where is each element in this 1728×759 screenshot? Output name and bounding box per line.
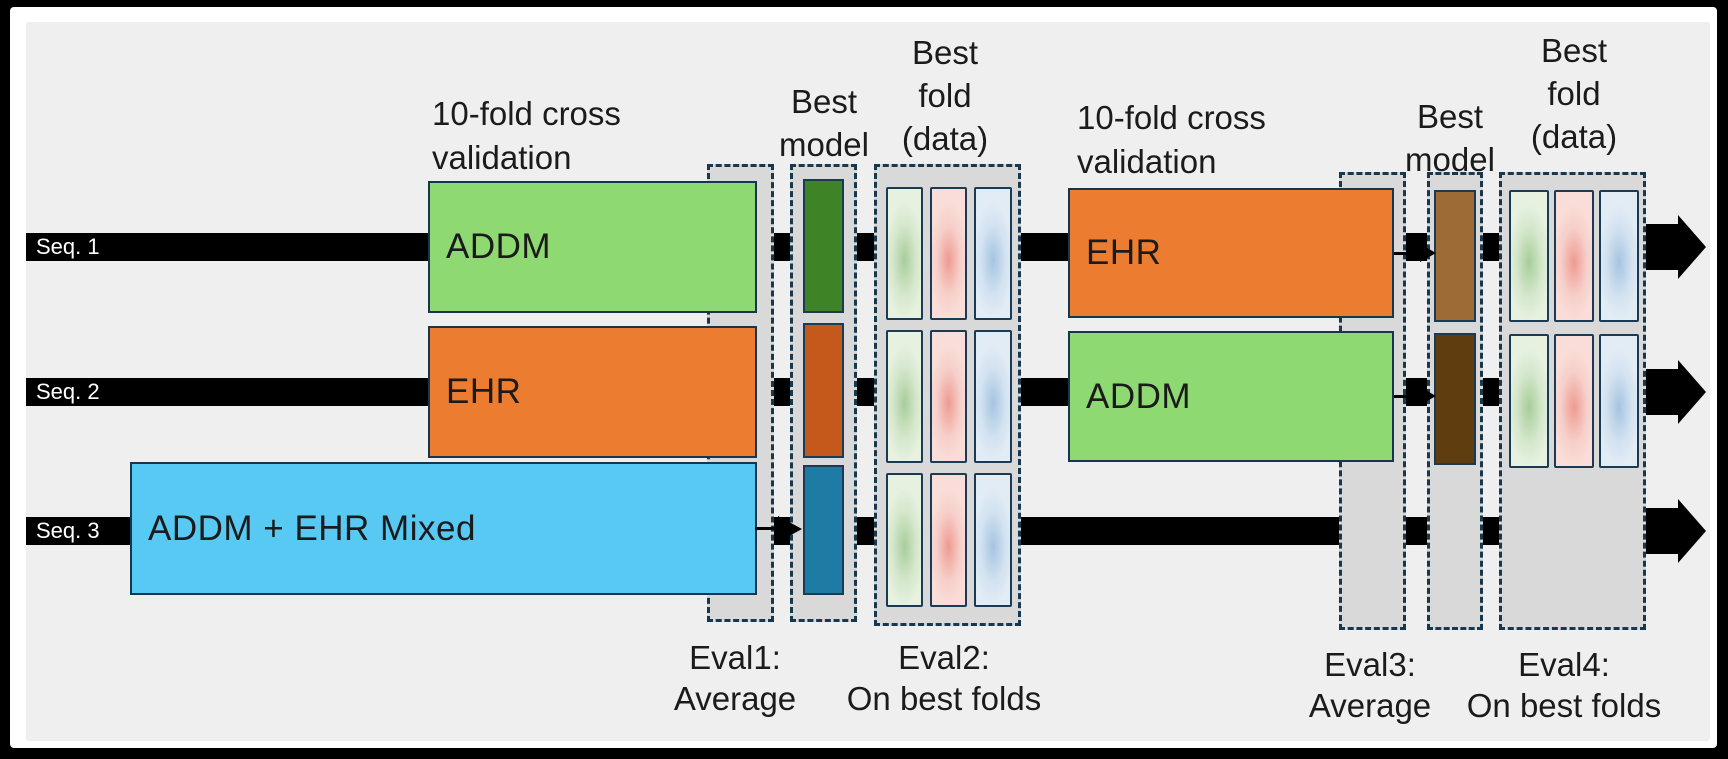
arrow-shaft-seq2 xyxy=(1646,369,1679,415)
cv-box-addm-stage2-seq2-label: ADDM xyxy=(1086,376,1192,416)
seq-label-1: Seq. 1 xyxy=(36,234,100,259)
eval1-label: Eval1: Average xyxy=(673,639,797,717)
fold-bar-green xyxy=(886,473,923,607)
eval4-label: Eval4: On best folds xyxy=(1466,646,1662,724)
cv-box-addm-seq1-label: ADDM xyxy=(446,227,552,266)
fold-bar-pink xyxy=(930,473,967,607)
connector-addm-to-best-model xyxy=(1394,395,1421,398)
stage1-cv-header-line2: validation xyxy=(432,139,572,176)
cv-box-mixed-seq3-label: ADDM + EHR Mixed xyxy=(148,508,476,548)
best-model-bar-stage2-seq2 xyxy=(1434,333,1476,465)
stage1-cv-header-line1: 10-fold cross xyxy=(432,95,621,132)
stage2-best-model-header: Best model xyxy=(1405,98,1495,178)
connector-arrow-icon xyxy=(1420,387,1436,405)
cv-box-addm-stage2-seq2: ADDM xyxy=(1068,331,1394,462)
cv-box-mixed-seq3: ADDM + EHR Mixed xyxy=(130,462,757,595)
stage1-cv-header: 10-fold cross validation xyxy=(432,92,621,180)
arrow-shaft-seq1 xyxy=(1646,224,1679,270)
cv-box-ehr-stage2-seq1: EHR xyxy=(1068,188,1394,318)
fold-bar-green xyxy=(886,330,923,463)
arrow-head-seq2-icon xyxy=(1678,360,1706,424)
stage1-best-model-header: Best model xyxy=(779,83,869,163)
connector-arrow-icon xyxy=(1420,244,1436,262)
fold-bar-pink xyxy=(1554,334,1594,468)
connector-ehr-to-best-model xyxy=(1394,252,1421,255)
stage2-cv-header-line2: validation xyxy=(1077,143,1217,180)
arrow-head-seq3-icon xyxy=(1678,499,1706,563)
fold-bar-blue xyxy=(1599,190,1639,322)
fold-bar-pink xyxy=(1554,190,1594,322)
best-model-bar-addm xyxy=(803,179,844,313)
cv-box-ehr-seq2: EHR xyxy=(428,326,757,458)
best-model-bar-mixed xyxy=(803,465,844,595)
cv-box-ehr-seq2-label: EHR xyxy=(446,372,522,411)
seq-label-3: Seq. 3 xyxy=(36,518,100,543)
best-model-bar-ehr xyxy=(803,323,844,458)
best-model-bar-stage2-seq1 xyxy=(1434,190,1476,322)
seq-label-2: Seq. 2 xyxy=(36,379,100,404)
fold-bar-blue xyxy=(974,330,1012,463)
arrow-head-seq1-icon xyxy=(1678,215,1706,279)
fold-bar-blue xyxy=(1599,334,1639,468)
fold-bar-blue xyxy=(974,473,1012,607)
fold-bar-pink xyxy=(930,187,967,320)
stage2-cv-header: 10-fold cross validation xyxy=(1077,96,1266,184)
fold-bar-pink xyxy=(930,330,967,463)
fold-bar-green xyxy=(886,187,923,320)
fold-bar-green xyxy=(1509,190,1549,322)
eval2-label: Eval2: On best folds xyxy=(846,639,1042,717)
eval3-label: Eval3: Average xyxy=(1308,646,1432,724)
stage2-best-fold-header: Best fold (data) xyxy=(1530,32,1618,155)
fold-bar-blue xyxy=(974,187,1012,320)
cv-box-addm-seq1: ADDM xyxy=(428,181,757,313)
stage1-best-fold-header: Best fold (data) xyxy=(901,34,989,157)
stage2-cv-header-line1: 10-fold cross xyxy=(1077,99,1266,136)
connector-mixed-to-best-model xyxy=(755,527,779,530)
connector-arrow-icon xyxy=(778,516,802,542)
arrow-shaft-seq3 xyxy=(1646,508,1679,554)
fold-bar-green xyxy=(1509,334,1549,468)
cv-box-ehr-stage2-seq1-label: EHR xyxy=(1086,233,1162,272)
